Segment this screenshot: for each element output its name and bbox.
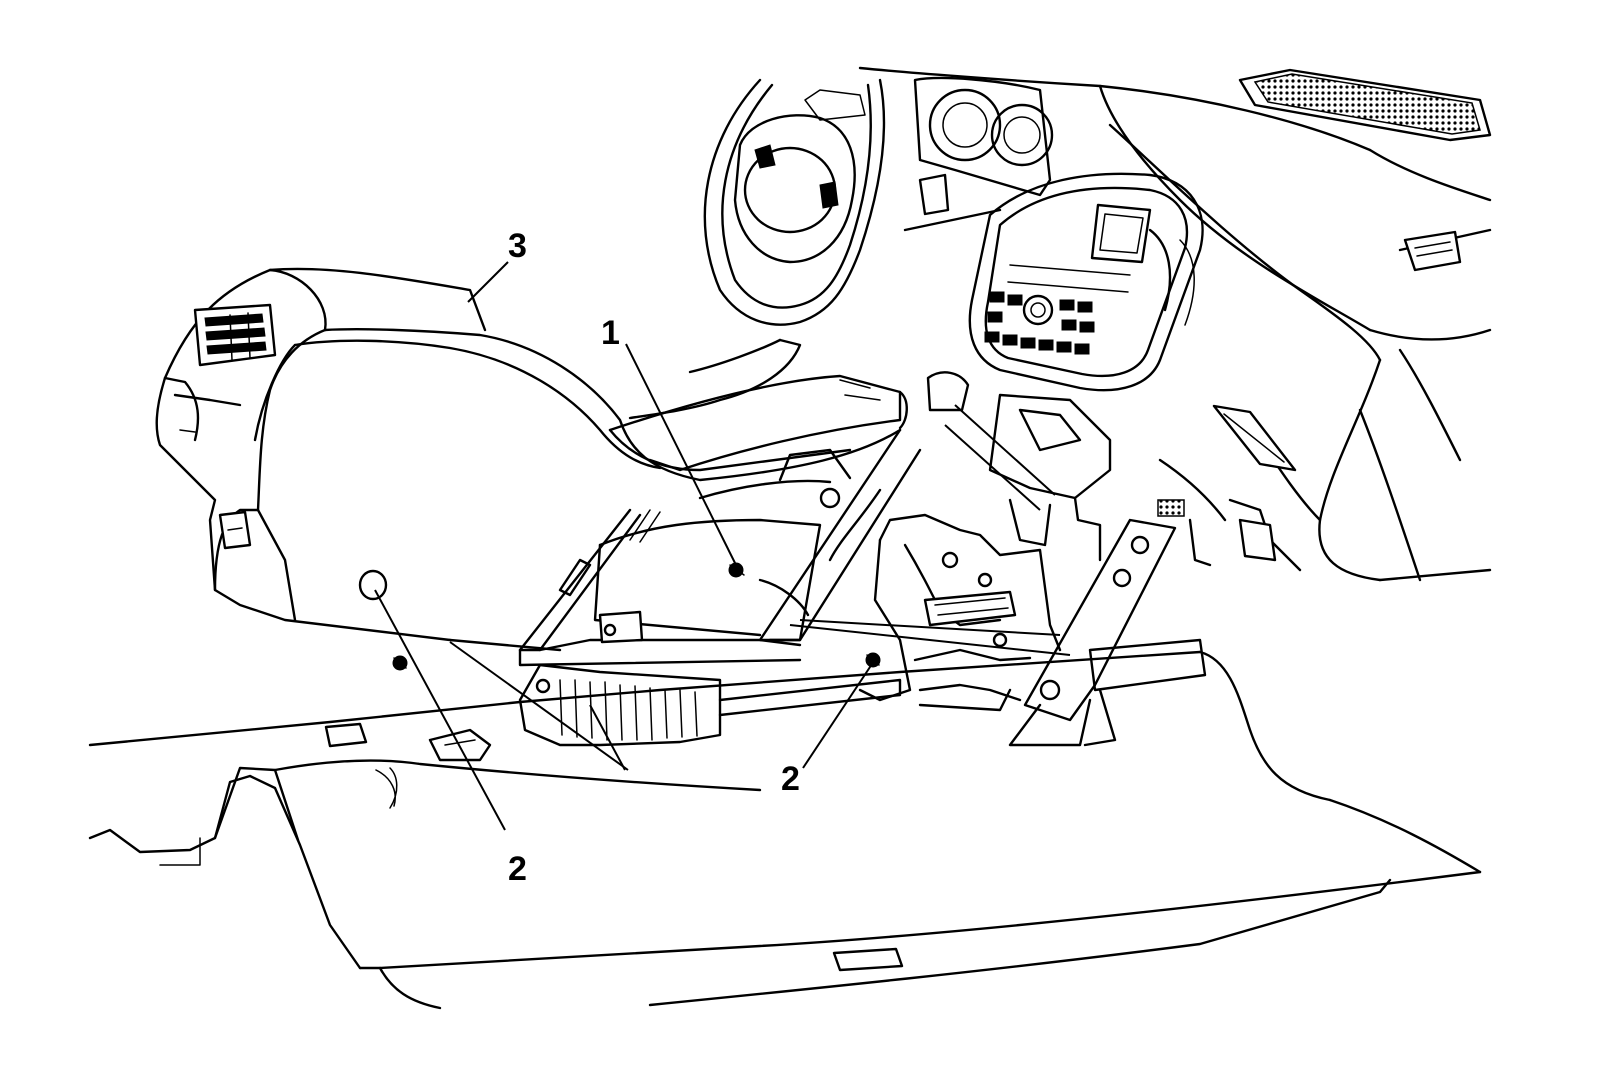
console-arm — [608, 338, 908, 472]
fasteners — [358, 562, 881, 671]
center-console — [155, 267, 902, 652]
callout-2-right: 2 — [781, 760, 800, 798]
radio-button-grid — [984, 291, 1095, 355]
console-bolt-hole — [358, 569, 388, 601]
bolt-icon — [728, 562, 745, 578]
callout-3: 3 — [508, 227, 527, 265]
steering-wheel — [703, 78, 886, 326]
instrument-panel — [858, 66, 1492, 582]
bolt-icon — [392, 655, 408, 671]
center-stack — [968, 172, 1204, 392]
bolt-icon — [865, 652, 881, 668]
floor-pan — [88, 650, 1482, 1010]
callout-2-left: 2 — [508, 850, 527, 888]
instrument-cluster — [903, 76, 1054, 232]
projection-lines — [449, 404, 1071, 771]
rear-support-bracket — [1008, 498, 1302, 747]
shifter-assembly — [858, 513, 1062, 712]
callout-leaders — [374, 261, 873, 831]
rear-air-vents — [193, 303, 277, 367]
console-subframe — [518, 428, 922, 667]
callout-1: 1 — [601, 314, 620, 352]
hvac-module — [926, 371, 1112, 562]
